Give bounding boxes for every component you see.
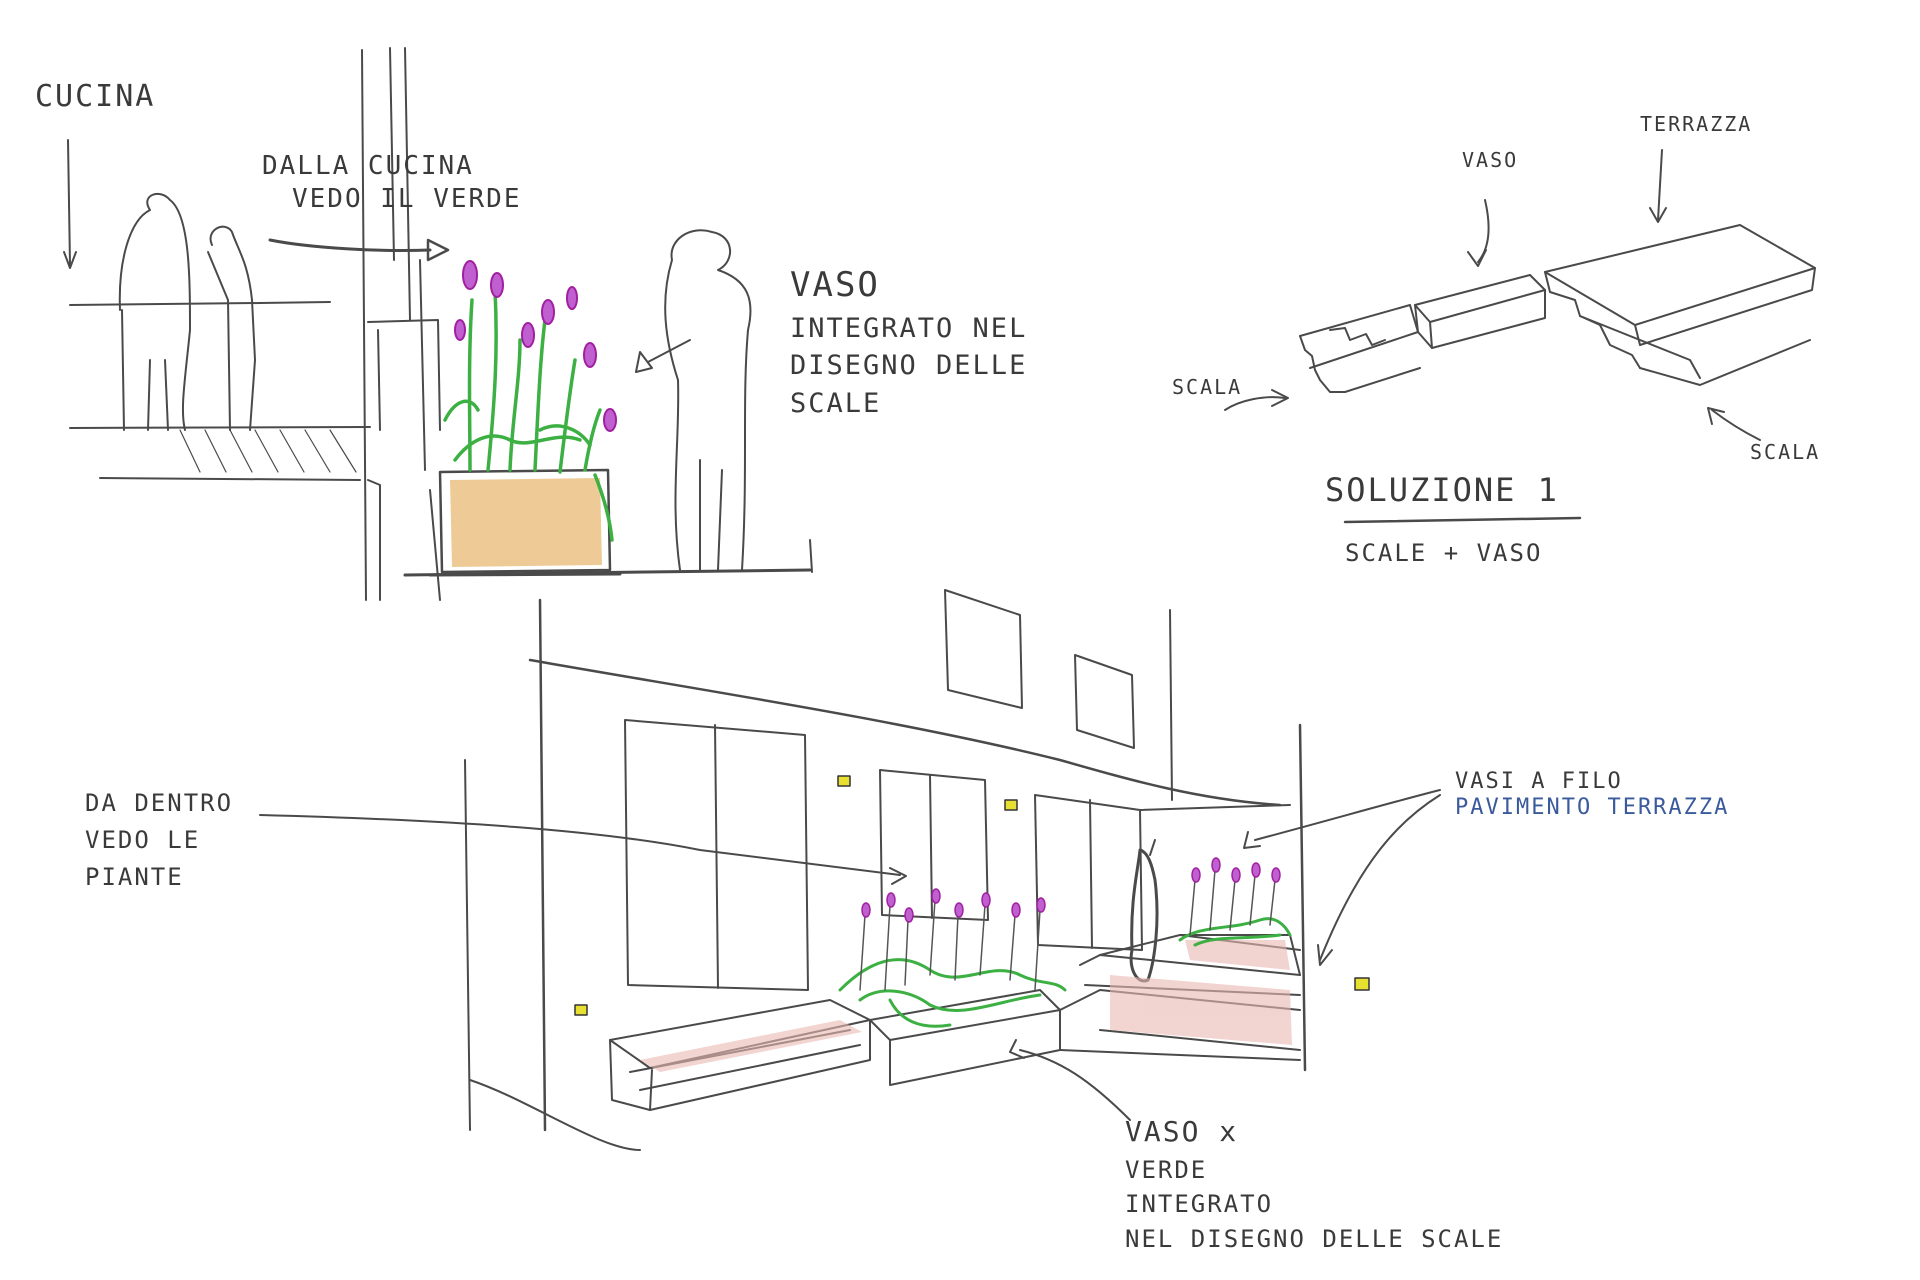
section-plants bbox=[443, 288, 614, 542]
label-kitchen-view-line-1: DALLA CUCINA bbox=[262, 151, 474, 181]
label-integrated-planter-line-2: INTEGRATO NEL bbox=[790, 312, 1028, 344]
solution-title: SOLUZIONE 1 bbox=[1325, 471, 1559, 509]
label-kitchen-view: DALLA CUCINA VEDO IL VERDE bbox=[262, 150, 522, 215]
label-integrated-planter-line-1: VASO bbox=[790, 265, 880, 305]
label-kitchen: CUCINA bbox=[35, 79, 156, 114]
label-inside-view-line-1: DA DENTRO bbox=[85, 789, 234, 817]
label-vaso: VASO bbox=[1462, 148, 1519, 172]
label-terrace-floor-line: PAVIMENTO TERRAZZA bbox=[1455, 795, 1730, 820]
label-planter-green-line-3: INTEGRATO bbox=[1125, 1190, 1274, 1219]
label-planter-green-line-1: VASO x bbox=[1125, 1115, 1239, 1148]
section-planter-fill bbox=[450, 478, 602, 567]
perspective-plants bbox=[838, 917, 1292, 1028]
perspective-sketch bbox=[259, 589, 1441, 1151]
solution-subtitle: SCALE + VASO bbox=[1345, 539, 1543, 567]
perspective-flowers bbox=[861, 857, 1281, 923]
section-sketch bbox=[63, 47, 813, 601]
label-integrated-planter-line-3: DISEGNO DELLE bbox=[790, 350, 1028, 382]
label-integrated-planter-line-4: SCALE bbox=[790, 388, 882, 420]
label-inside-view-line-2: VEDO LE bbox=[85, 826, 201, 855]
label-kitchen-view-line-2: VEDO IL VERDE bbox=[292, 183, 522, 214]
label-planter-green-line-2: VERDE bbox=[1125, 1155, 1208, 1184]
label-terrazza: TERRAZZA bbox=[1640, 112, 1753, 136]
label-planter-green-line-4: NEL DISEGNO DELLE SCALE bbox=[1125, 1225, 1504, 1254]
label-scala-left: SCALA bbox=[1172, 375, 1243, 399]
label-pots-line: VASI A FILO bbox=[1455, 769, 1623, 794]
label-integrated-planter: VASO INTEGRATO NEL DISEGNO DELLE SCALE bbox=[790, 262, 1027, 423]
label-inside-view-line-3: PIANTE bbox=[85, 863, 184, 892]
perspective-floor-tint bbox=[640, 940, 1292, 1072]
label-scala-right: SCALA bbox=[1750, 440, 1821, 464]
axonometric-diagram bbox=[1224, 149, 1816, 524]
label-inside-view: DA DENTRO VEDO LE PIANTE bbox=[85, 785, 233, 897]
perspective-stems bbox=[859, 869, 1276, 991]
section-flowers bbox=[454, 260, 617, 432]
label-planter-green: VASO x VERDE INTEGRATO NEL DISEGNO DELLE… bbox=[1125, 1112, 1503, 1257]
wall-lights bbox=[574, 775, 1370, 1016]
